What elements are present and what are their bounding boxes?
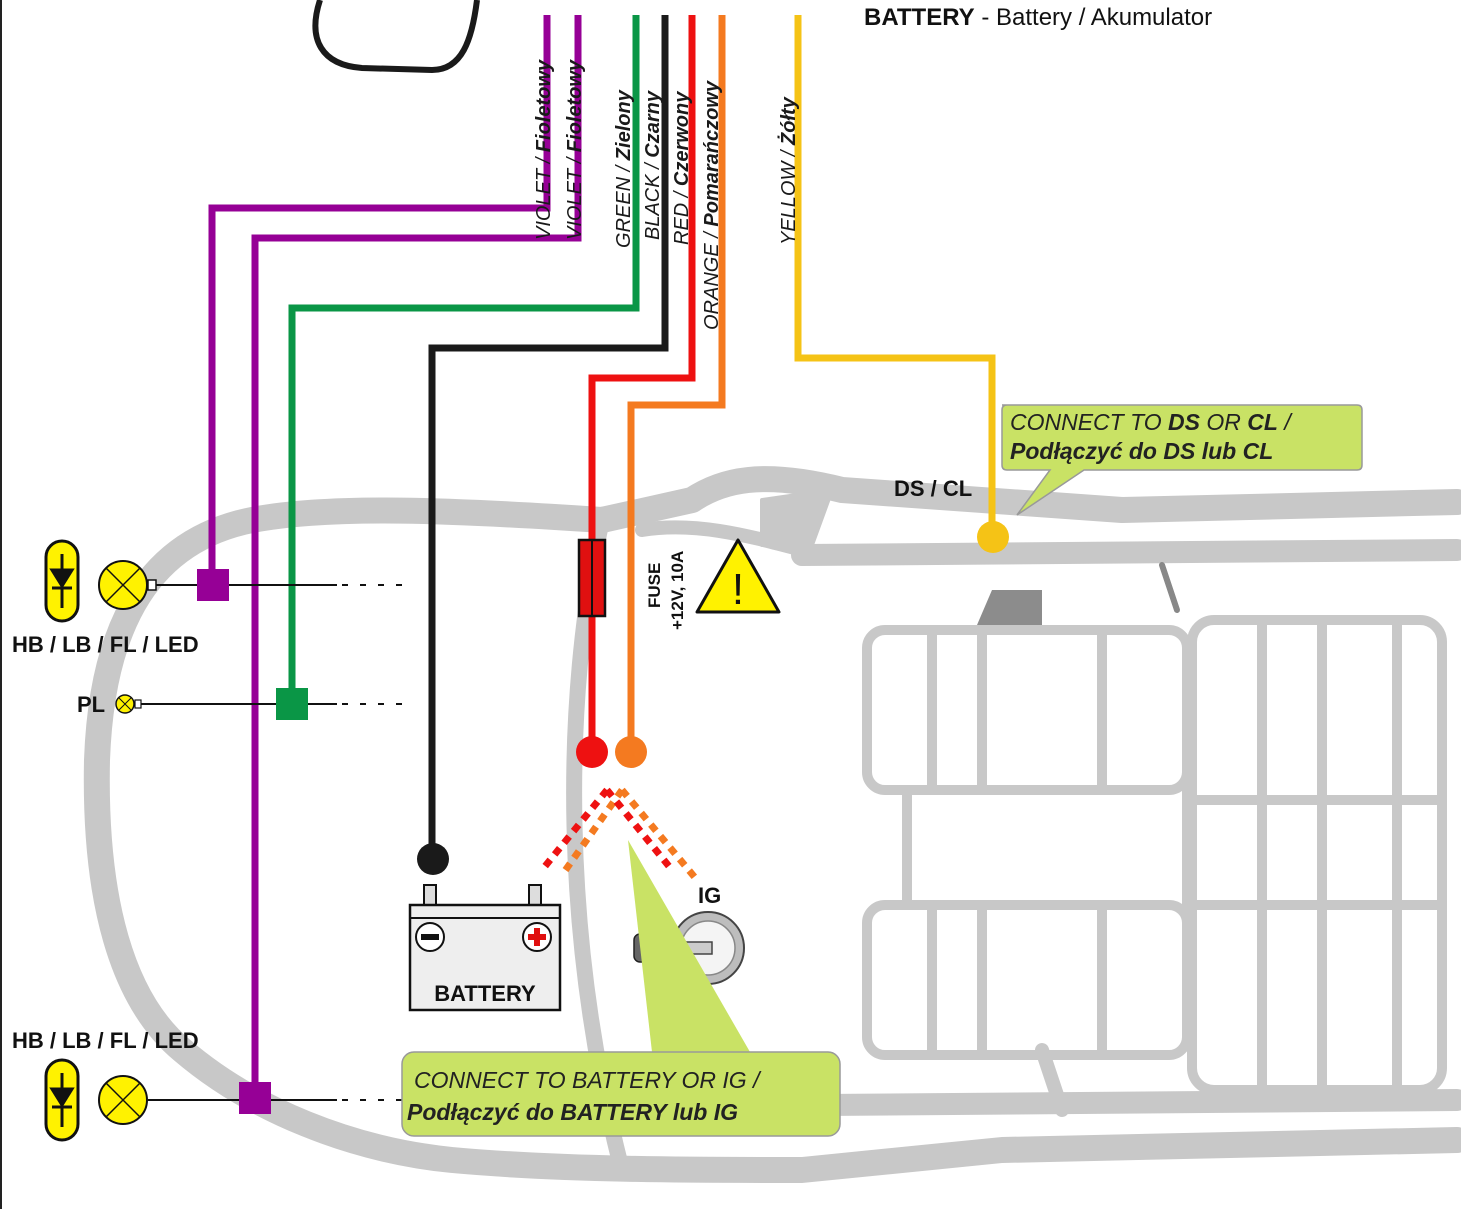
red-terminal [576,736,608,768]
hb-label-top: HB / LB / FL / LED [12,632,199,657]
black-terminal [417,843,449,875]
callout-battery-ig: CONNECT TO BATTERY OR IG / Podłączyć do … [401,840,841,1137]
callout-ds-cl-line2: Podłączyć do DS lub CL [1010,438,1273,464]
wire-labels: VIOLET / Fioletowy VIOLET / Fioletowy GR… [533,59,800,330]
ds-cl-label: DS / CL [894,476,972,501]
light-circuit-bottom [44,1058,402,1142]
wire-green [288,15,640,700]
wire-label-black: BLACK / Czarny [642,90,664,240]
warning-icon: ! [695,538,781,614]
connection-options [539,787,700,883]
antenna-loop [312,0,480,74]
fuse-icon [577,538,607,618]
wire-violet-1 [208,15,551,580]
wire-label-green: GREEN / Zielony [613,89,635,248]
wire-label-orange: ORANGE / Pomarańczowy [701,80,723,330]
fuse-rating: +12V, 10A [668,551,687,630]
parking-lamp-icon [115,694,142,714]
light-circuit-pl: PL [77,688,402,720]
wires [208,15,996,1097]
wire-label-yellow: YELLOW / Żółty [777,96,800,245]
wire-black [428,15,669,855]
lamp-icon [98,560,157,610]
violet-tap-bottom [239,1082,271,1114]
battery-icon [408,884,562,1012]
hb-label-bottom: HB / LB / FL / LED [12,1028,199,1053]
svg-text:!: ! [732,565,744,614]
green-tap [276,688,308,720]
callout-battery-ig-line1: CONNECT TO BATTERY OR IG / [414,1067,762,1093]
callout-ds-cl-line1: CONNECT TO DS OR CL / [1010,409,1293,435]
battery-legend: BATTERY - Battery / Akumulator [864,4,1212,31]
yellow-terminal [977,521,1009,553]
wire-label-violet-1: VIOLET / Fioletowy [533,59,555,240]
lamp-icon [98,1075,148,1125]
pl-label: PL [77,692,105,717]
wire-yellow [794,15,996,535]
wire-orange [627,15,726,745]
car-outline [83,466,1461,1183]
light-circuit-top [44,539,402,623]
wire-violet-2 [251,15,582,1097]
battery-label: BATTERY [434,981,536,1006]
violet-tap-top [197,569,229,601]
fuse-label: FUSE [645,563,664,608]
callout-battery-ig-line2: Podłączyć do BATTERY lub IG [407,1099,738,1125]
ig-label: IG [698,883,721,908]
wire-label-red: RED / Czerwony [671,91,693,245]
wire-label-violet-2: VIOLET / Fioletowy [564,59,586,240]
orange-terminal [615,736,647,768]
callout-ds-cl: CONNECT TO DS OR CL / Podłączyć do DS lu… [1001,404,1363,516]
